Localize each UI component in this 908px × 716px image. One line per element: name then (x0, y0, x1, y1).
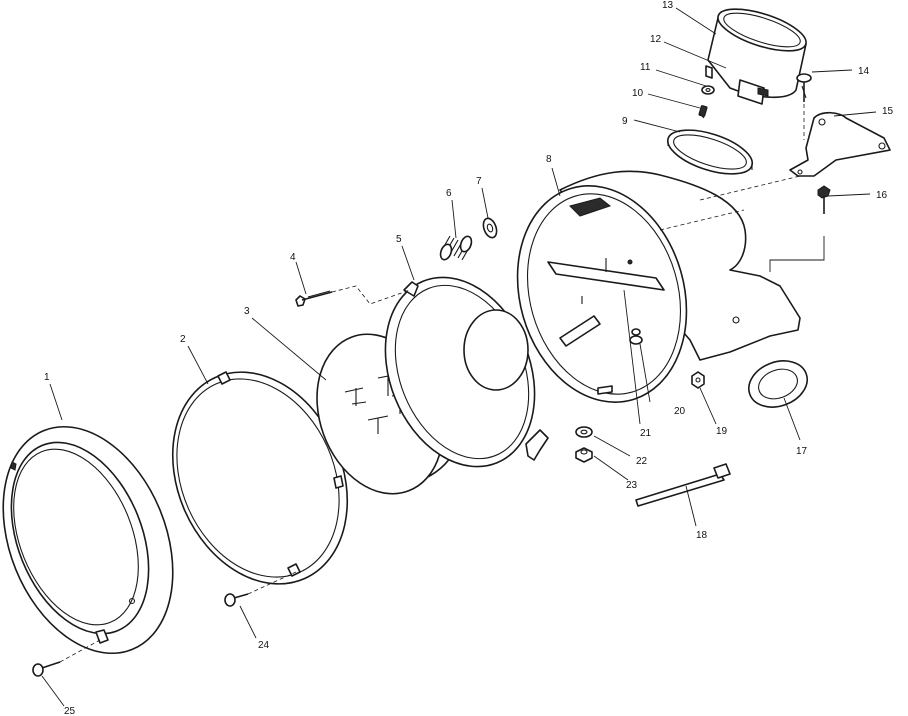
callout-13: 13 (662, 0, 674, 11)
part-5-mounting-ring (384, 276, 549, 468)
callout-24: 24 (258, 640, 270, 651)
callout-12: 12 (650, 34, 662, 45)
callout-17: 17 (796, 446, 808, 457)
callout-labels: 1 2 3 4 5 6 7 8 9 10 11 12 13 14 15 16 1… (44, 0, 894, 716)
part-4-screw (295, 290, 333, 307)
part-15-bracket (789, 111, 891, 177)
callout-25: 25 (64, 706, 76, 716)
callout-15: 15 (882, 106, 894, 117)
assembly-lines (59, 104, 825, 663)
part-14-screw (796, 73, 812, 102)
part-17-grommet (748, 360, 808, 408)
part-18-cable-tie (635, 463, 731, 507)
callout-11: 11 (640, 62, 651, 73)
callout-10: 10 (632, 88, 644, 99)
part-11-washer (701, 85, 715, 95)
callout-9: 9 (622, 116, 628, 127)
callout-14: 14 (858, 66, 870, 77)
part-6-spring (439, 235, 473, 261)
callout-19: 19 (716, 426, 728, 437)
callout-20: 20 (674, 406, 686, 417)
part-23-nut (575, 447, 593, 463)
callout-2: 2 (180, 334, 186, 345)
callout-4: 4 (290, 252, 296, 263)
part-2-retaining-ring (171, 371, 349, 585)
callout-5: 5 (396, 234, 402, 245)
callout-23: 23 (626, 480, 638, 491)
callout-18: 18 (696, 530, 708, 541)
part-22-washer (575, 426, 593, 438)
part-25-screw (32, 661, 61, 677)
part-13-gauge-housing (705, 8, 807, 105)
callout-8: 8 (546, 154, 552, 165)
callout-1: 1 (44, 372, 50, 383)
part-19-nut (691, 371, 705, 389)
callout-21: 21 (640, 428, 652, 439)
callout-7: 7 (476, 176, 482, 187)
part-24-screw (224, 593, 249, 607)
callout-6: 6 (446, 188, 452, 199)
part-7-washer (482, 217, 498, 239)
callout-22: 22 (636, 456, 648, 467)
leader-lines (41, 7, 877, 707)
part-1-trim-ring (2, 425, 174, 655)
part-9-gasket (666, 129, 754, 175)
part-16-bolt (817, 185, 831, 214)
part-10-bulb-screw (698, 105, 708, 119)
callout-3: 3 (244, 306, 250, 317)
part-8-headlight-housing (516, 170, 801, 403)
callout-16: 16 (876, 190, 888, 201)
part-20-washer (629, 328, 643, 345)
